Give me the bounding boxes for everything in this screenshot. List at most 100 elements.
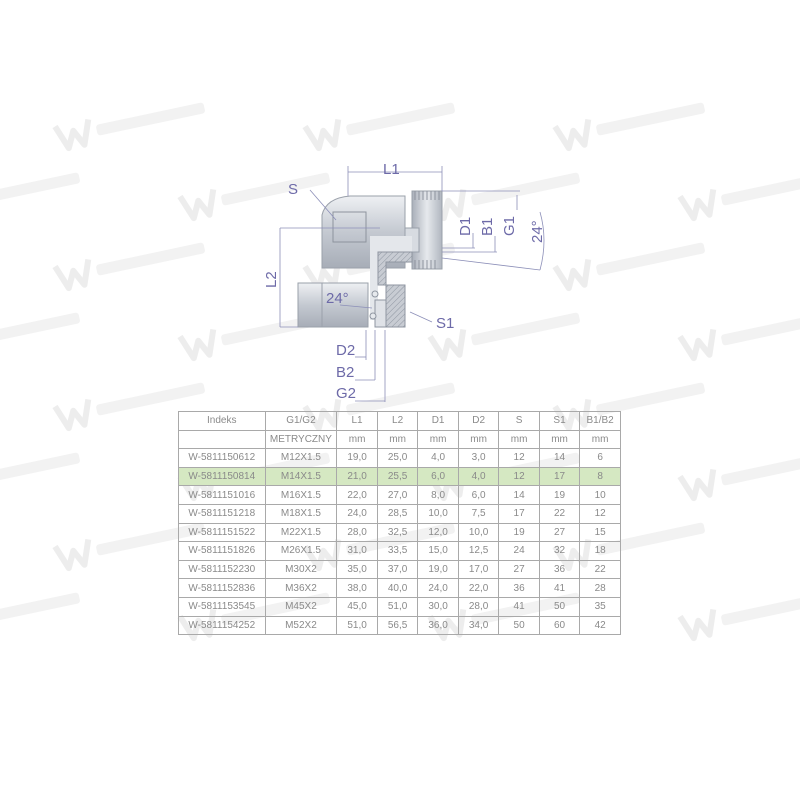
table-cell: 45,0 xyxy=(336,596,378,617)
table-cell: 28,0 xyxy=(457,596,500,617)
table-cell: 6 xyxy=(579,448,621,468)
table-cell: 27 xyxy=(538,522,581,543)
table-cell: 25,5 xyxy=(376,466,419,487)
label-G2: G2 xyxy=(336,385,356,402)
table-cell: W-5811153545 xyxy=(178,596,266,617)
table-cell: mm xyxy=(376,429,419,450)
table-cell: 19 xyxy=(498,522,540,543)
table-cell: 32 xyxy=(538,541,581,561)
table-cell: 15,0 xyxy=(417,541,459,561)
table-cell: 40,0 xyxy=(376,578,419,598)
table-cell: W-5811151218 xyxy=(178,503,266,524)
table-cell: 4,0 xyxy=(417,448,459,468)
table-cell: 50 xyxy=(538,596,581,617)
table-cell: 22 xyxy=(579,559,621,580)
table-cell: 14 xyxy=(538,448,581,468)
dimension-labels: L1 S D1 B1 G1 24° L2 24° S1 D2 B2 G2 xyxy=(263,161,546,402)
table-cell: mm xyxy=(579,429,621,450)
table-cell: 12 xyxy=(498,448,540,468)
table-cell: 36 xyxy=(498,578,540,598)
label-angle-inner: 24° xyxy=(326,290,349,307)
table-cell: Indeks xyxy=(178,411,266,431)
table-cell: 34,0 xyxy=(457,615,500,636)
table-cell: M16X1.5 xyxy=(264,485,338,505)
dimension-lines xyxy=(279,166,545,402)
table-cell: 28,5 xyxy=(376,503,419,524)
table-cell: 10,0 xyxy=(417,503,459,524)
table-cell: 22,0 xyxy=(336,485,378,505)
table-cell: 28 xyxy=(579,578,621,598)
table-cell: 6,0 xyxy=(457,485,500,505)
table-cell: 51,0 xyxy=(336,615,378,636)
warynski-watermark-logo xyxy=(0,592,80,626)
table-cell: W-5811154252 xyxy=(178,615,266,636)
table-cell: 24 xyxy=(498,541,540,561)
table-cell: 35 xyxy=(579,596,621,617)
table-cell: mm xyxy=(336,429,378,450)
fitting-technical-drawing: L1 S D1 B1 G1 24° L2 24° S1 D2 B2 G2 xyxy=(263,161,546,402)
table-cell: 60 xyxy=(538,615,581,636)
table-cell: 12,5 xyxy=(457,541,500,561)
table-cell xyxy=(178,429,266,450)
table-cell: 21,0 xyxy=(336,466,378,487)
table-cell: 8 xyxy=(579,466,621,487)
table-cell: 30,0 xyxy=(417,596,459,617)
table-cell: mm xyxy=(538,429,581,450)
table-cell: M52X2 xyxy=(264,615,338,636)
table-cell: S1 xyxy=(538,411,581,431)
label-L2: L2 xyxy=(263,271,280,288)
table-cell: 19 xyxy=(538,485,581,505)
table-cell: M14X1.5 xyxy=(264,466,338,487)
table-cell: 32,5 xyxy=(376,522,419,543)
table-cell: W-5811152230 xyxy=(178,559,266,580)
table-cell: 36 xyxy=(538,559,581,580)
label-S: S xyxy=(288,181,298,198)
table-cell: M36X2 xyxy=(264,578,338,598)
table-cell: 36,0 xyxy=(417,615,459,636)
table-cell: 28,0 xyxy=(336,522,378,543)
table-cell: M22X1.5 xyxy=(264,522,338,543)
warynski-watermark-logo xyxy=(0,452,80,486)
table-cell: M30X2 xyxy=(264,559,338,580)
table-cell: mm xyxy=(498,429,540,450)
fitting-body xyxy=(297,190,443,328)
table-cell: 50 xyxy=(498,615,540,636)
label-B1: B1 xyxy=(479,218,496,236)
table-cell: W-5811151522 xyxy=(178,522,266,543)
table-cell: 14 xyxy=(498,485,540,505)
table-cell: 24,0 xyxy=(336,503,378,524)
table-cell: 12,0 xyxy=(417,522,459,543)
table-cell: 17,0 xyxy=(457,559,500,580)
table-cell: M45X2 xyxy=(264,596,338,617)
table-cell: W-5811151826 xyxy=(178,541,266,561)
table-cell: 51,0 xyxy=(376,596,419,617)
table-cell: W-5811151016 xyxy=(178,485,266,505)
table-cell: G1/G2 xyxy=(264,411,338,431)
table-cell: L2 xyxy=(376,411,419,431)
table-cell: D1 xyxy=(417,411,459,431)
label-D2: D2 xyxy=(336,342,355,359)
table-cell: 25,0 xyxy=(376,448,419,468)
table-cell: 15 xyxy=(579,522,621,543)
table-cell: 12 xyxy=(579,503,621,524)
table-cell: S xyxy=(498,411,540,431)
table-cell: 17 xyxy=(538,466,581,487)
table-cell: METRYCZNY xyxy=(264,429,338,450)
table-cell: 41 xyxy=(498,596,540,617)
table-cell: 4,0 xyxy=(457,466,500,487)
warynski-watermark-logo xyxy=(677,592,800,642)
table-cell: mm xyxy=(457,429,500,450)
table-cell: 42 xyxy=(579,615,621,636)
table-cell: 3,0 xyxy=(457,448,500,468)
label-B2: B2 xyxy=(336,364,354,381)
table-cell: 22,0 xyxy=(457,578,500,598)
